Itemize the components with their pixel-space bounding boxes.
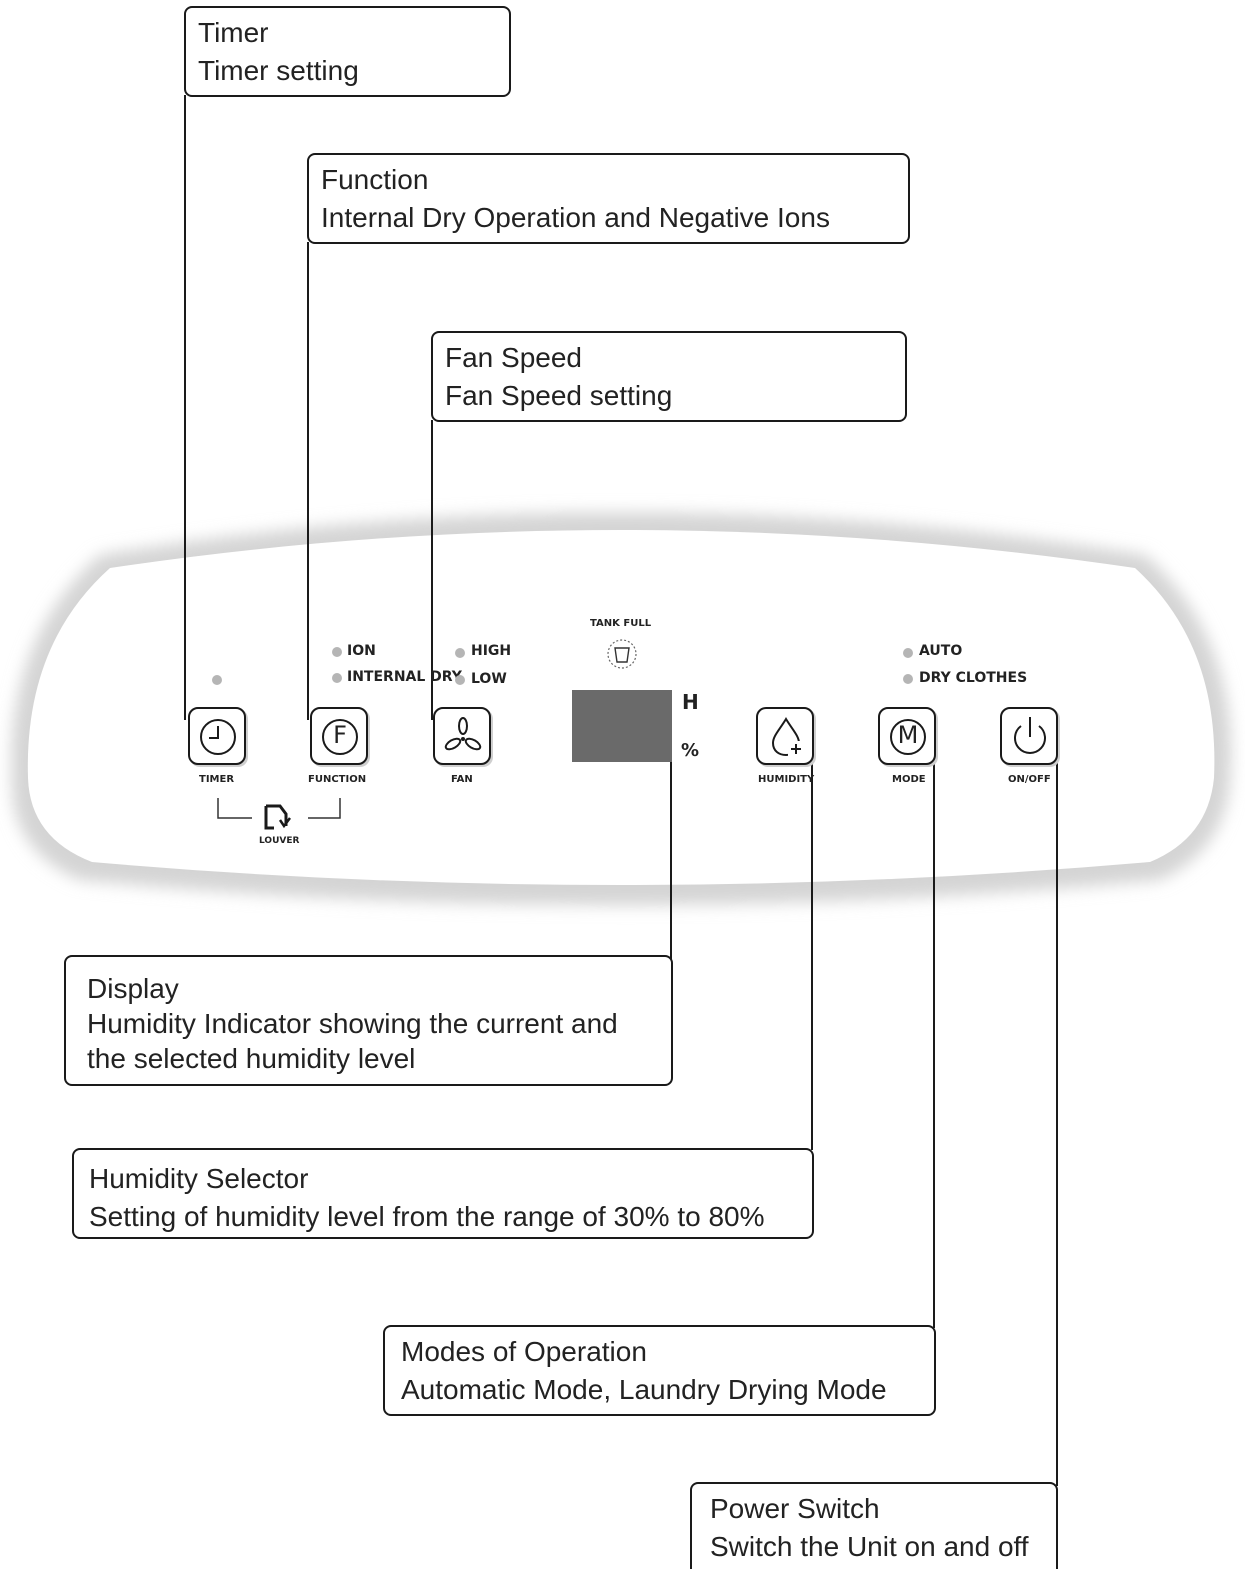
humidity-button[interactable] <box>756 707 814 765</box>
modes-callout: Modes of Operation Automatic Mode, Laund… <box>383 1325 936 1416</box>
high-led <box>455 648 465 658</box>
display-unit-percent: % <box>681 740 700 761</box>
timer-callout-title: Timer <box>198 17 269 48</box>
function-button-label: FUNCTION <box>308 774 367 785</box>
power-callout-desc: Switch the Unit on and off <box>710 1531 1029 1562</box>
low-led <box>455 675 465 685</box>
function-icon-letter: F <box>333 721 347 749</box>
fan-callout-title: Fan Speed <box>445 342 582 373</box>
auto-label: AUTO <box>919 643 963 659</box>
louver-icon[interactable] <box>260 800 300 834</box>
louver-label: LOUVER <box>259 836 300 846</box>
internal-dry-label: INTERNAL DRY <box>347 669 462 685</box>
ion-label: ION <box>347 643 376 659</box>
dry-clothes-led <box>903 674 913 684</box>
display-callout-desc-line1: Humidity Indicator showing the current a… <box>87 1008 618 1039</box>
internal-dry-led <box>332 673 342 683</box>
water-drop-plus-icon <box>771 717 804 757</box>
timer-led <box>212 675 222 685</box>
ion-led <box>332 647 342 657</box>
low-label: LOW <box>471 671 507 687</box>
function-icon <box>322 719 358 755</box>
onoff-button[interactable] <box>1000 707 1058 765</box>
fan-button-label: FAN <box>451 774 473 785</box>
high-label: HIGH <box>471 643 512 659</box>
humidity-button-label: HUMIDITY <box>758 774 815 785</box>
display-unit-h: H <box>682 690 699 714</box>
function-button[interactable]: F <box>310 707 368 765</box>
tank-icon <box>607 639 637 669</box>
fan-icon <box>444 717 482 751</box>
timer-button-label: TIMER <box>199 774 235 785</box>
fan-leader-line <box>431 420 433 720</box>
power-leader-line <box>1056 740 1058 1486</box>
tank-full-label: TANK FULL <box>590 618 652 629</box>
timer-leader-line <box>184 95 186 720</box>
humidity-callout: Humidity Selector Setting of humidity le… <box>72 1148 814 1239</box>
mode-button-label: MODE <box>892 774 926 785</box>
humidity-leader-line <box>811 740 813 1150</box>
mode-leader-line <box>933 740 935 1328</box>
mode-icon <box>890 719 926 755</box>
humidity-callout-title: Humidity Selector <box>89 1163 309 1194</box>
display-callout-title: Display <box>87 973 179 1004</box>
power-callout: Power Switch Switch the Unit on and off <box>690 1482 1058 1569</box>
fan-callout: Fan Speed Fan Speed setting <box>431 331 907 422</box>
onoff-button-label: ON/OFF <box>1008 774 1051 785</box>
function-callout-desc: Internal Dry Operation and Negative Ions <box>321 202 830 233</box>
modes-callout-desc: Automatic Mode, Laundry Drying Mode <box>401 1374 887 1405</box>
mode-icon-letter: M <box>897 721 919 749</box>
function-leader-line <box>307 242 309 720</box>
display-callout-desc-line2: the selected humidity level <box>87 1043 416 1074</box>
modes-callout-title: Modes of Operation <box>401 1336 647 1367</box>
function-callout: Function Internal Dry Operation and Nega… <box>307 153 910 244</box>
power-callout-title: Power Switch <box>710 1493 880 1524</box>
power-icon <box>1014 717 1046 754</box>
display-leader-line <box>670 760 672 960</box>
humidity-display <box>572 690 672 762</box>
dry-clothes-label: DRY CLOTHES <box>919 670 1028 686</box>
mode-button[interactable]: M <box>878 707 936 765</box>
timer-callout-desc: Timer setting <box>198 55 359 86</box>
function-callout-title: Function <box>321 164 429 195</box>
humidity-callout-desc: Setting of humidity level from the range… <box>89 1201 765 1232</box>
display-callout: Display Humidity Indicator showing the c… <box>64 955 673 1086</box>
auto-led <box>903 648 913 658</box>
fan-callout-desc: Fan Speed setting <box>445 380 673 411</box>
fan-button[interactable] <box>433 707 491 765</box>
timer-callout: Timer Timer setting <box>184 6 511 97</box>
timer-button[interactable] <box>188 707 246 765</box>
clock-icon <box>200 719 236 755</box>
